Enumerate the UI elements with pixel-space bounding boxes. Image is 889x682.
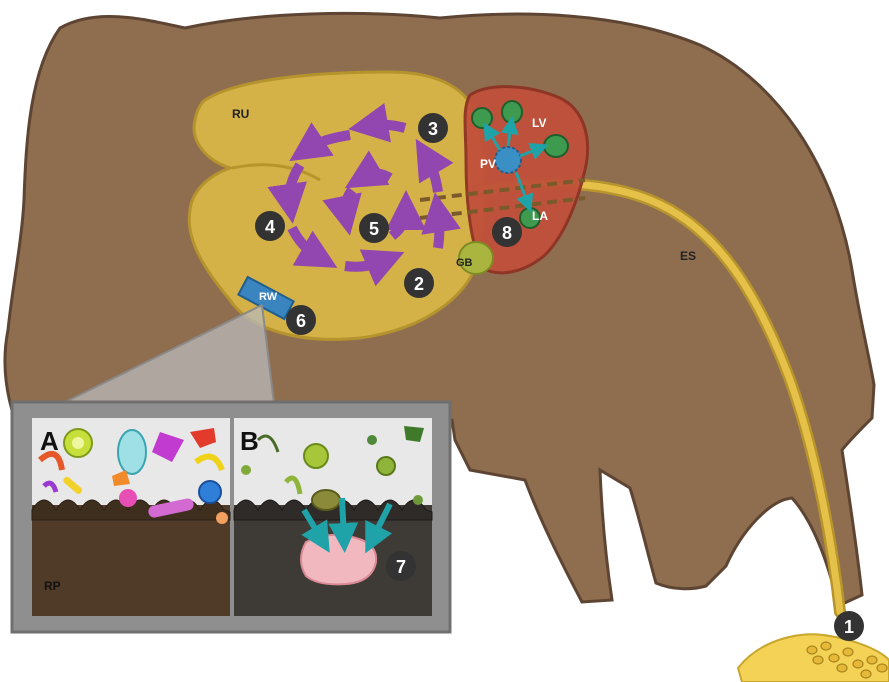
svg-text:2: 2 [414, 274, 424, 294]
rumen-label: RU [232, 107, 249, 121]
feed-pile-icon [738, 634, 889, 682]
arrow [342, 498, 344, 538]
rumen-wall-label: RW [259, 291, 278, 303]
abscess [544, 135, 568, 157]
liver-label: LV [532, 116, 546, 130]
circular-arrow-icon [362, 174, 390, 179]
liver-abscess-label: LA [532, 209, 548, 223]
panel-a: A RP [32, 418, 230, 616]
portal-vein [495, 147, 521, 173]
rumen-papillae-label: RP [44, 579, 61, 593]
panel-a-label: A [40, 426, 59, 456]
panel-b: B [234, 418, 432, 616]
step-badge-1: 1 [834, 611, 864, 641]
svg-text:3: 3 [428, 119, 438, 139]
circular-arrow-icon [438, 212, 440, 248]
circular-arrow-icon [368, 125, 405, 128]
svg-text:6: 6 [296, 311, 306, 331]
gallbladder-label: GB [456, 257, 473, 269]
step-badge-3: 3 [418, 113, 448, 143]
step-badge-4: 4 [255, 211, 285, 241]
svg-text:7: 7 [396, 557, 406, 577]
esophagus-label: ES [680, 249, 696, 263]
step-badge-2: 2 [404, 268, 434, 298]
abscess [502, 101, 522, 123]
svg-text:4: 4 [265, 217, 275, 237]
lesion [301, 535, 376, 585]
step-badge-7: 7 [386, 551, 416, 581]
step-badge-5: 5 [359, 213, 389, 243]
panel-b-label: B [240, 426, 259, 456]
step-badge-8: 8 [492, 217, 522, 247]
svg-text:1: 1 [844, 617, 854, 637]
step-badge-6: 6 [286, 305, 316, 335]
portal-vein-label: PV [480, 157, 496, 171]
papillae-a [32, 505, 230, 616]
abscess [472, 108, 492, 128]
svg-text:8: 8 [502, 223, 512, 243]
svg-text:5: 5 [369, 219, 379, 239]
